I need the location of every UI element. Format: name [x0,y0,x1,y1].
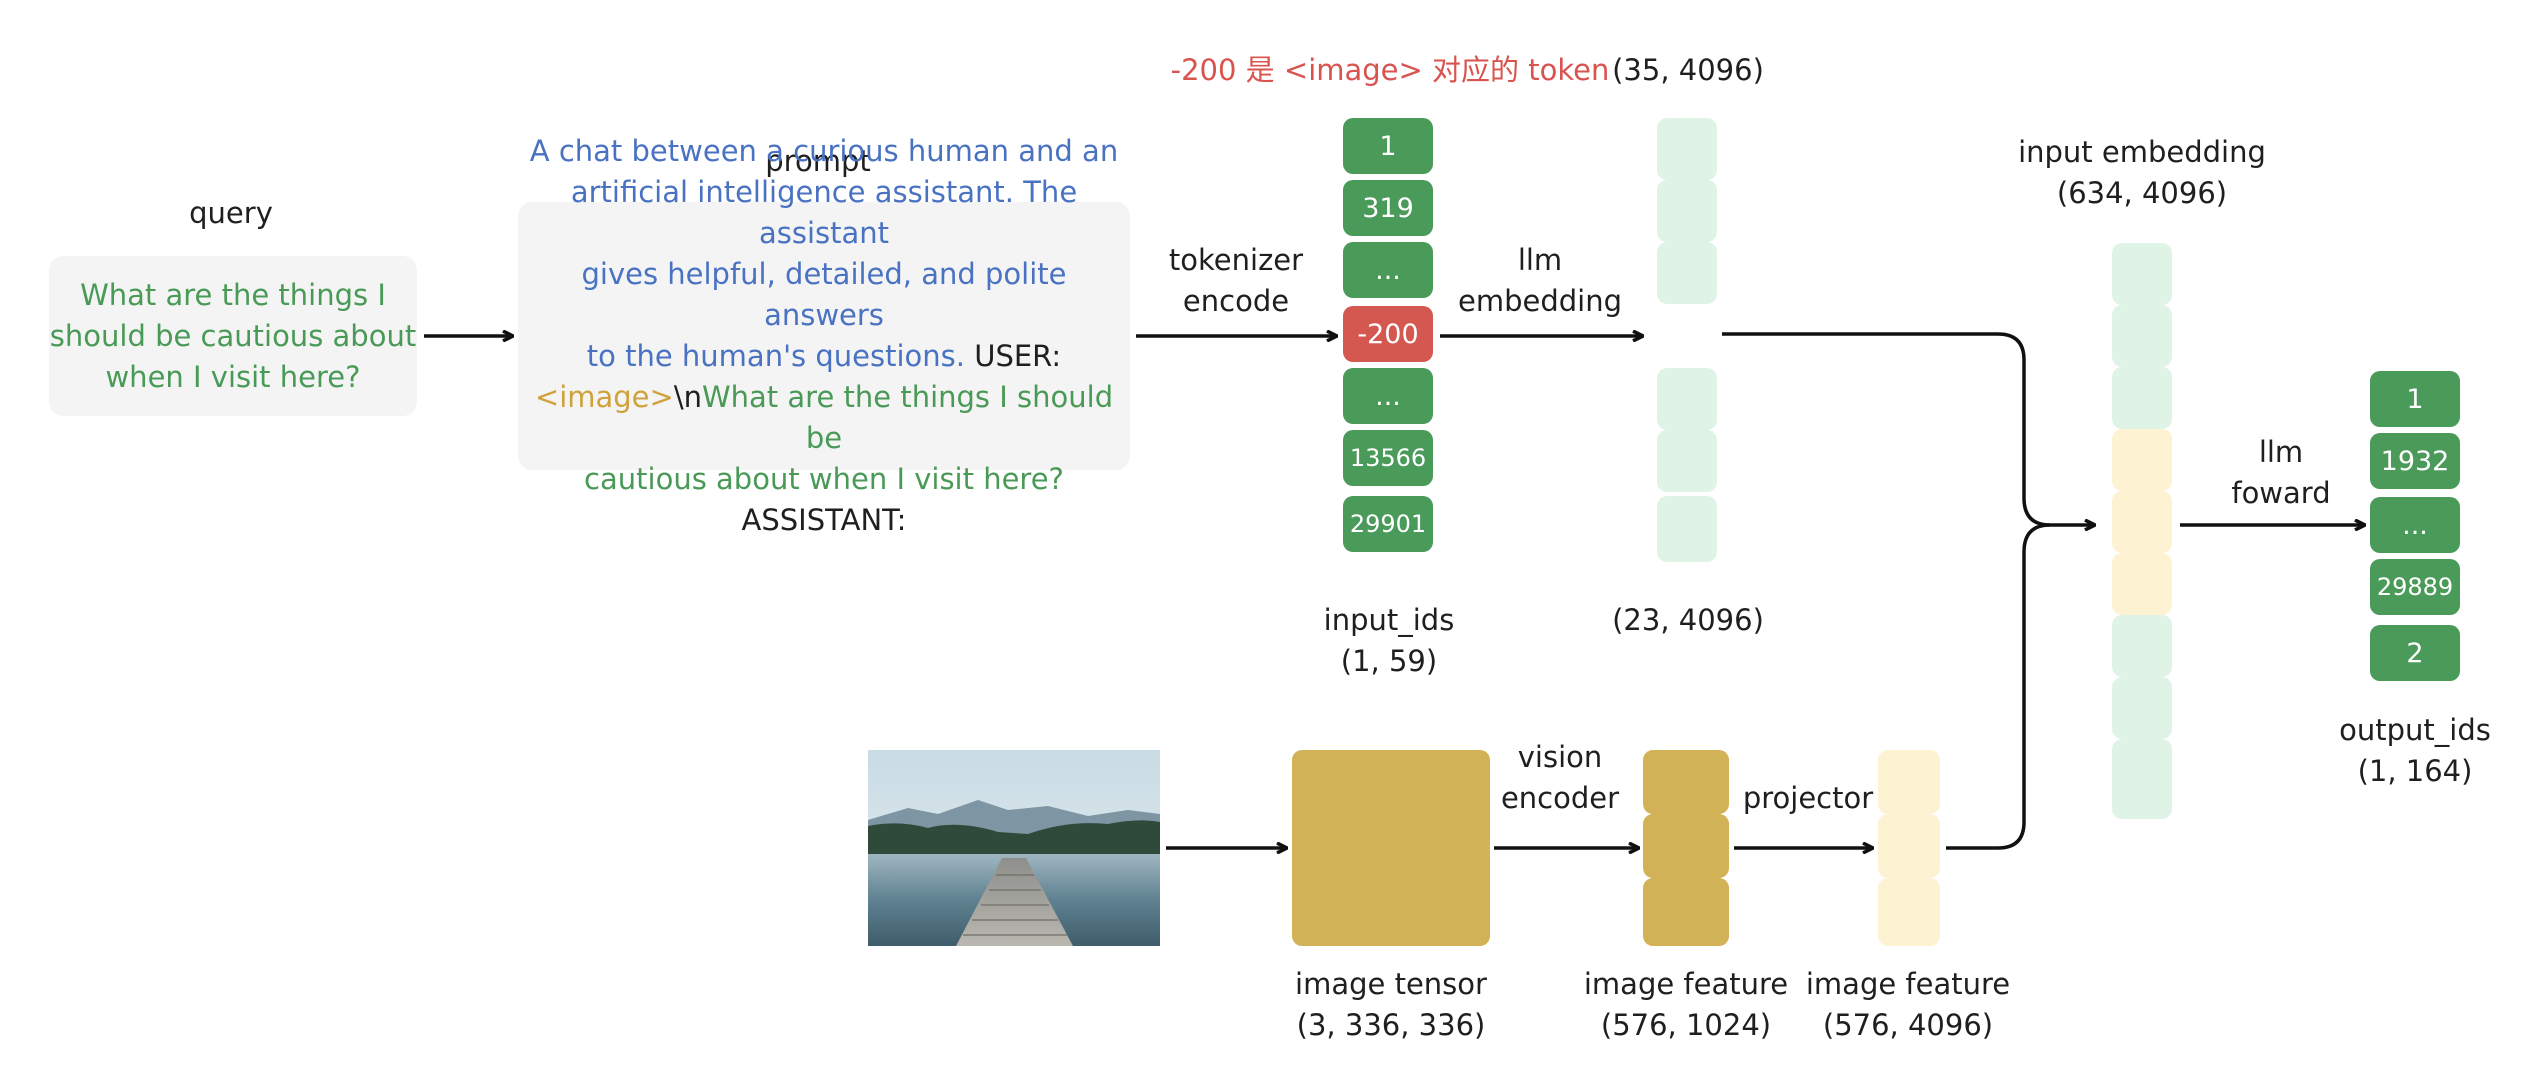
projected-feature-cell [1878,750,1940,814]
query-title: query [189,196,273,230]
embedding-image-cell [2112,429,2172,491]
embedding-text-cell [2112,367,2172,429]
arrow-text-embed-to-merge [1722,332,2094,525]
prompt-panel: A chat between a curious human and an ar… [518,134,1130,537]
input-photo-lake-dock [868,750,1160,946]
step-projector: projector [1742,781,1874,815]
query-text: What are the things I should be cautious… [49,277,417,394]
embedding-image-cell [2112,553,2172,615]
input-ids-label: input_ids (1, 59) [1323,603,1455,678]
input-token: 319 [1343,180,1433,236]
projected-feature-cell [1878,878,1940,946]
output-token: 29889 [2370,559,2460,615]
embedding-text-cell [2112,615,2172,677]
query-panel: What are the things I should be cautious… [49,256,417,416]
embedding-text-cell [2112,305,2172,367]
step-llm-forward: llm foward [2231,435,2331,510]
text-embedding-cell [1657,118,1717,180]
prompt-text: A chat between a curious human and an ar… [529,134,1119,537]
embedding-text-cell [2112,739,2172,819]
embedding-image-cell [2112,491,2172,553]
output-token: 1 [2370,371,2460,427]
projected-feature-label: image feature (576, 4096) [1805,967,2011,1042]
image-token-annotation: -200 是 <image> 对应的 token [1170,53,1610,87]
text-embedding-cell [1657,180,1717,242]
arrow-image-feature-to-merge [1946,523,2051,850]
output-ids-label: output_ids (1, 164) [2339,713,2491,788]
output-token: 2 [2370,625,2460,681]
input-token: ... [1343,242,1433,298]
input-token: 29901 [1343,496,1433,552]
text-embedding-cell [1657,368,1717,430]
input-embedding-label: input embedding (634, 4096) [2018,135,2266,210]
projected-feature-cell [1878,814,1940,878]
image-tensor-block [1292,750,1490,946]
embedding-text-cell [2112,243,2172,305]
output-token: 1932 [2370,433,2460,489]
prompt-title: prompt [765,144,871,178]
text-embedding-cell [1657,496,1717,562]
step-llm-embedding: llm embedding [1457,243,1622,318]
vision-feature-cell [1643,750,1729,814]
vision-feature-cell [1643,878,1729,946]
embedding-text-cell [2112,677,2172,739]
text-embedding-cell [1657,242,1717,304]
image-tensor-label: image tensor (3, 336, 336) [1295,967,1487,1042]
input-token: 1 [1343,118,1433,174]
step-vision-encoder: vision encoder [1500,740,1620,815]
text-embedding-cell [1657,430,1717,492]
vision-feature-label: image feature (576, 1024) [1583,967,1789,1042]
input-token: ... [1343,368,1433,424]
image-placeholder-tag: <image> [534,380,674,414]
text-embedding-shape-bottom: (23, 4096) [1612,603,1764,637]
step-tokenizer-encode: tokenizer encode [1168,243,1304,318]
vision-feature-cell [1643,814,1729,878]
output-token: ... [2370,497,2460,553]
input-token-image: -200 [1343,306,1433,362]
text-embedding-shape-top: (35, 4096) [1612,53,1764,87]
input-token: 13566 [1343,430,1433,486]
